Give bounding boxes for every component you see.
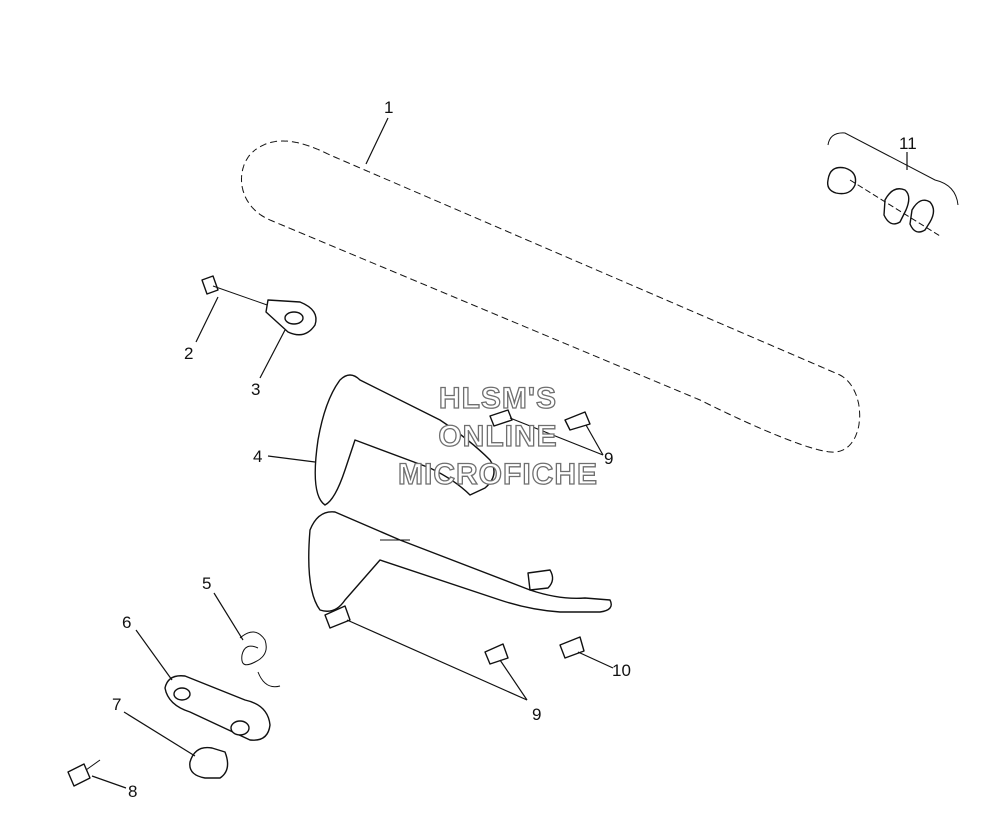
callout-11: 11 (899, 134, 917, 153)
watermark-line-1: HLSM'S (439, 382, 557, 415)
chain-adjuster (201, 275, 317, 336)
callout-10: 10 (612, 661, 631, 680)
callout-5: 5 (202, 574, 211, 593)
callout-9-lower: 9 (532, 705, 541, 724)
callout-3: 3 (251, 380, 260, 399)
callout-7: 7 (112, 695, 121, 714)
pivot-bolt (67, 759, 101, 787)
watermark-line-2: ONLINE (438, 420, 557, 453)
callout-2: 2 (184, 344, 193, 363)
drive-chain (239, 138, 863, 455)
master-link (826, 132, 959, 237)
callout-8: 8 (128, 782, 137, 801)
tensioner-spring (239, 631, 281, 688)
chain-guard-frame (308, 374, 612, 613)
tensioner-arm (164, 675, 271, 741)
bolts (324, 409, 591, 665)
tensioner-roller (189, 746, 229, 779)
callout-6: 6 (122, 613, 131, 632)
callout-9-upper: 9 (604, 449, 613, 468)
watermark: HLSM'S ONLINE MICROFICHE (397, 381, 598, 491)
leader-lines (91, 117, 908, 789)
callout-4: 4 (253, 447, 262, 466)
callout-1: 1 (384, 98, 393, 117)
watermark-line-3: MICROFICHE (398, 458, 598, 491)
